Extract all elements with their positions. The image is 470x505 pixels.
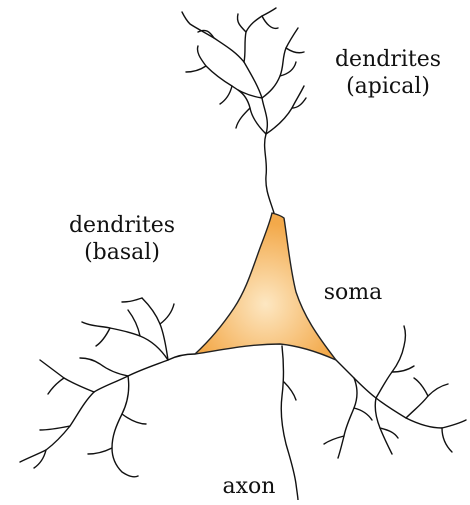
basal-branch <box>338 378 357 458</box>
apical-branch <box>237 14 246 32</box>
apical-branch <box>236 108 250 128</box>
apical-branch <box>197 46 262 98</box>
basal-branch <box>40 426 70 430</box>
basal-branch <box>442 428 452 452</box>
axon-branch <box>284 382 296 400</box>
basal-branch <box>48 378 64 394</box>
soma-body <box>195 213 336 360</box>
basal-branch <box>20 392 94 462</box>
basal-branch <box>354 408 372 420</box>
apical-branch <box>262 28 298 98</box>
label-dendrites-basal: dendrites (basal) <box>52 212 192 266</box>
apical-branch <box>220 86 232 104</box>
basal-trunk <box>94 354 195 392</box>
label-dendrites-apical: dendrites (apical) <box>318 46 458 100</box>
basal-branch <box>406 384 448 418</box>
basal-branch <box>112 376 138 477</box>
label-line: (apical) <box>318 73 458 100</box>
label-soma: soma <box>318 279 388 306</box>
apical-branch <box>262 16 278 28</box>
apical-branch <box>286 48 304 53</box>
basal-branch <box>160 304 174 324</box>
basal-branch <box>142 298 168 360</box>
basal-dendrites-right <box>324 326 466 458</box>
label-line: dendrites <box>52 212 192 239</box>
apical-branch <box>244 8 276 62</box>
basal-branch <box>96 328 110 346</box>
label-line: (basal) <box>52 239 192 266</box>
basal-branch <box>88 448 112 454</box>
basal-branch <box>375 398 392 454</box>
apical-dendrites <box>182 8 306 213</box>
basal-branch <box>40 360 94 392</box>
basal-branch <box>122 414 146 424</box>
basal-branch <box>122 298 142 302</box>
basal-branch <box>442 420 466 428</box>
basal-trunk <box>336 360 442 428</box>
basal-branch <box>324 436 344 444</box>
basal-dendrites <box>20 298 195 477</box>
apical-branch <box>186 66 206 72</box>
basal-branch <box>82 322 168 360</box>
label-line: dendrites <box>318 46 458 73</box>
basal-branch <box>80 358 128 376</box>
basal-branch <box>414 378 428 396</box>
apical-trunk <box>244 62 274 213</box>
apical-branch <box>266 86 304 134</box>
label-axon: axon <box>214 473 284 500</box>
basal-branch <box>376 326 406 398</box>
